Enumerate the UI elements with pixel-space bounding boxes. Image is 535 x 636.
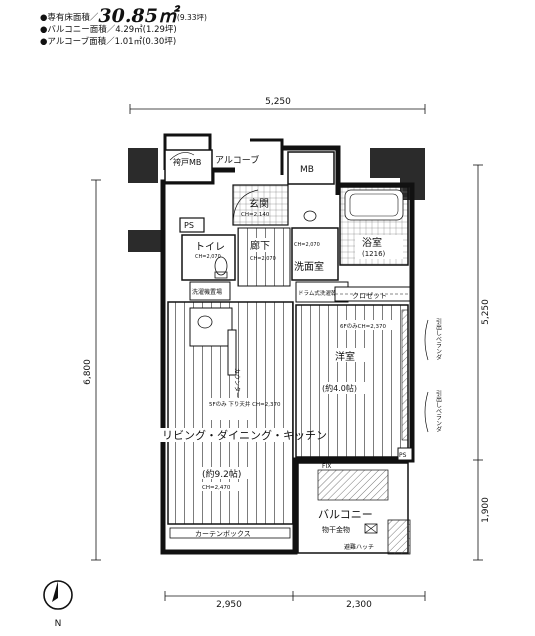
svg-text:アルコーブ: アルコーブ <box>215 154 259 166</box>
dimension-top: 5,250 <box>129 97 426 114</box>
svg-text:5,250: 5,250 <box>481 299 491 325</box>
svg-text:引出しベランダ: 引出しベランダ <box>435 317 442 361</box>
svg-text:FIX: FIX <box>322 463 331 470</box>
hallway: 廊下 CH=2,070 <box>237 227 291 287</box>
svg-text:1,900: 1,900 <box>481 497 491 523</box>
dimension-bottom: 2,950 2,300 <box>164 591 426 610</box>
north-arrow: N <box>43 580 73 629</box>
svg-text:CH=2,070: CH=2,070 <box>294 242 320 248</box>
svg-text:廊下: 廊下 <box>250 239 270 252</box>
balcony: バルコニー 物干金物 避難ハッチ FIX <box>297 462 411 555</box>
alcove-area: ●アルコーブ面積／1.01㎡(0.30坪) <box>40 37 177 47</box>
alcove: アルコーブ <box>215 154 259 166</box>
svg-text:玄関: 玄関 <box>249 197 269 210</box>
storage-mb: 袴戸MB <box>164 149 213 183</box>
svg-text:カーテンボックス: カーテンボックス <box>195 530 251 538</box>
svg-text:バルコニー: バルコニー <box>318 508 373 521</box>
svg-text:物干金物: 物干金物 <box>322 525 350 534</box>
svg-text:(約4.0帖): (約4.0帖) <box>322 383 357 393</box>
svg-text:洗濯機置場: 洗濯機置場 <box>192 288 222 296</box>
living-dining-kitchen: カウンター リビング・ダイニング・キッチン (約9.2帖) CH=2,470 5… <box>160 301 327 539</box>
svg-text:CH=2,470: CH=2,470 <box>202 485 231 491</box>
svg-text:6FのみCH=2,370: 6FのみCH=2,370 <box>340 323 386 330</box>
svg-text:CH=2,070: CH=2,070 <box>250 256 276 262</box>
svg-text:2,300: 2,300 <box>346 600 372 610</box>
toilet: トイレ CH=2,070 <box>181 234 236 281</box>
balcony-area: ●バルコニー面積／4.29㎡(1.29坪) <box>40 25 177 35</box>
svg-text:N: N <box>55 619 62 629</box>
svg-text:CH=2,070: CH=2,070 <box>195 254 221 260</box>
mb-room: MB <box>287 151 335 185</box>
side-annotations: 引出しベランダ 引出しベランダ <box>424 317 442 433</box>
spec-summary: ●専有床面積／30.85㎡(9.33坪) ●バルコニー面積／4.29㎡(1.29… <box>40 5 207 48</box>
svg-text:PS: PS <box>399 452 407 459</box>
svg-text:洗面室: 洗面室 <box>294 260 324 273</box>
svg-text:避難ハッチ: 避難ハッチ <box>344 543 374 551</box>
dimension-left: 6,800 <box>83 179 101 561</box>
svg-text:クロゼット: クロゼット <box>352 291 387 300</box>
ps-shaft-2: PS <box>397 447 413 461</box>
closet: クロゼット <box>334 286 411 302</box>
svg-text:6,800: 6,800 <box>83 359 93 385</box>
svg-text:CH=2,140: CH=2,140 <box>241 212 270 218</box>
exclusive-area: ●専有床面積／30.85㎡(9.33坪) <box>40 5 207 27</box>
entrance: 玄関 CH=2,140 <box>232 184 289 226</box>
svg-text:2,950: 2,950 <box>216 600 242 610</box>
washroom: 洗面室 CH=2,070 <box>291 210 339 281</box>
svg-text:MB: MB <box>300 165 314 175</box>
svg-text:5,250: 5,250 <box>265 97 291 107</box>
svg-text:(1216): (1216) <box>362 250 386 258</box>
svg-text:トイレ: トイレ <box>195 242 225 253</box>
svg-text:引出しベランダ: 引出しベランダ <box>435 389 442 433</box>
svg-text:洋室: 洋室 <box>335 350 355 363</box>
svg-text:5Fのみ 下り天井 CH=2,370: 5Fのみ 下り天井 CH=2,370 <box>209 400 281 408</box>
svg-text:(約9.2帖): (約9.2帖) <box>202 468 241 480</box>
bathroom: 浴室 (1216) <box>339 186 409 266</box>
western-room: 洋室 (約4.0帖) 6FのみCH=2,370 <box>295 304 409 458</box>
svg-text:袴戸MB: 袴戸MB <box>173 157 201 167</box>
svg-text:リビング・ダイニング・キッチン: リビング・ダイニング・キッチン <box>162 428 327 442</box>
dimension-right: 5,250 1,900 <box>473 164 491 561</box>
ps-shaft: PS <box>179 217 205 233</box>
svg-text:カウンター: カウンター <box>233 368 241 398</box>
outer-wall <box>160 133 415 555</box>
exterior-walls <box>128 148 425 252</box>
svg-text:浴室: 浴室 <box>362 236 382 249</box>
svg-text:PS: PS <box>184 221 194 230</box>
svg-text:ドラム式洗濯乾燥機: ドラム式洗濯乾燥機 <box>298 289 348 297</box>
